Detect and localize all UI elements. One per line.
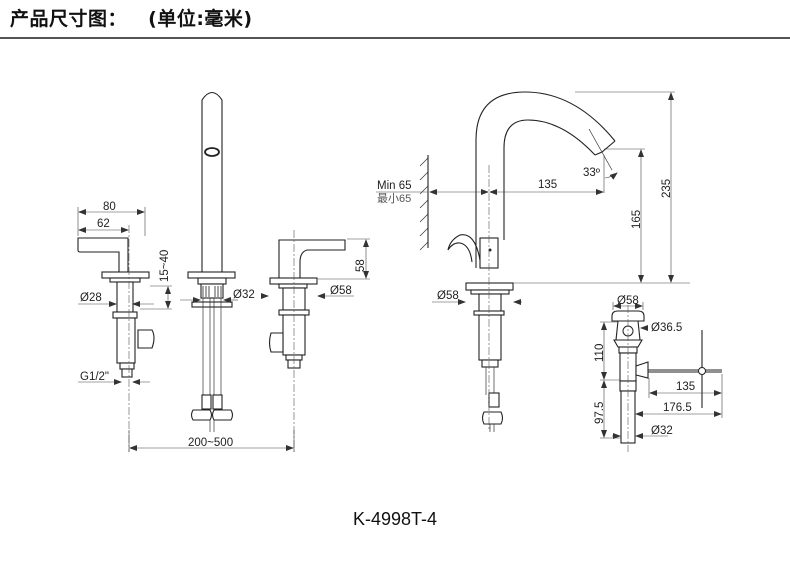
model-number: K-4998T-4 <box>352 509 438 529</box>
left-handle-drawing <box>77 225 155 452</box>
dim-drain-rod-135: 135 <box>676 381 695 393</box>
dim-drain-rod-176-5: 176.5 <box>663 402 692 414</box>
dim-drain-lower-97-5: 97.5 <box>594 402 606 424</box>
dim-spout-clearance-165: 165 <box>631 210 643 229</box>
right-handle-drawing <box>268 230 346 452</box>
spacing-dimension: 200~500 <box>128 430 295 452</box>
dim-deck-thickness: 15~40 <box>159 250 171 282</box>
header-divider <box>0 37 790 39</box>
dim-spout-reach-135: 135 <box>538 179 557 191</box>
drain-drawing <box>611 305 722 452</box>
dim-handle-base-dia-58: Ø58 <box>330 285 352 297</box>
dim-drain-top-dia-58: Ø58 <box>617 295 639 307</box>
dim-spout-base-dia-58: Ø58 <box>437 290 459 302</box>
page-header: 产品尺寸图： (单位:毫米) <box>10 4 253 31</box>
dim-drain-tail-dia-32: Ø32 <box>651 425 673 437</box>
dim-handle-height-58: 58 <box>355 259 367 272</box>
dim-drain-body-dia: Ø36.5 <box>651 322 682 334</box>
dim-inlet-thread: G1/2" <box>80 371 109 383</box>
dim-handle-width-80: 80 <box>103 201 116 213</box>
dim-spout-height-235: 235 <box>661 179 673 198</box>
spout-front-dimensions: Ø32 <box>180 289 255 303</box>
spout-front-drawing <box>187 91 236 432</box>
dim-drain-upper-110: 110 <box>594 344 606 362</box>
header-title: 产品尺寸图： <box>10 8 128 30</box>
dim-wall-min-cn: 最小65 <box>377 192 411 205</box>
dim-shank-dia-28: Ø28 <box>80 292 102 304</box>
header-unit-note: (单位:毫米) <box>148 8 253 30</box>
dim-spacing-range: 200~500 <box>188 437 233 449</box>
spout-side-drawing <box>419 91 690 432</box>
dim-wall-min-en: Min 65 <box>377 180 412 192</box>
dim-spout-angle: 33º <box>583 167 601 179</box>
spout-side-dimensions: Min 65 最小65 135 33º 165 235 Ø58 <box>376 91 675 305</box>
right-handle-dimensions: 58 Ø58 <box>261 238 370 299</box>
drain-dimensions: Ø58 Ø36.5 110 97.5 135 176.5 Ø32 <box>594 295 723 439</box>
dim-spout-shank-dia-32: Ø32 <box>233 289 255 301</box>
left-handle-dimensions: 80 62 15~40 Ø28 G1/2" <box>77 201 172 385</box>
dim-handle-lever-62: 62 <box>97 218 110 230</box>
